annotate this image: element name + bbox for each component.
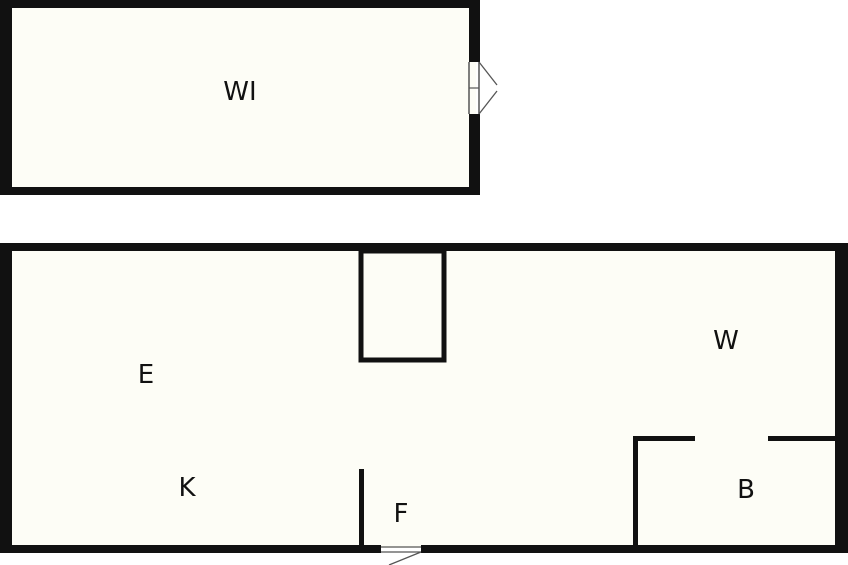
upper-floor — [6, 4, 476, 190]
b-wall-left — [633, 436, 638, 548]
room-label-b: B — [737, 475, 755, 505]
lower-wall-left — [0, 243, 12, 553]
room-label-e: E — [138, 360, 154, 390]
upper-wall-bottom — [0, 187, 480, 195]
upper-wall-left — [0, 0, 12, 195]
lower-wall-right — [835, 243, 848, 553]
upper-building: WI — [0, 0, 498, 195]
lower-wall-bottom-right — [421, 545, 848, 553]
room-label-k: K — [178, 473, 196, 503]
lower-wall-bottom-left — [0, 545, 381, 553]
b-wall-top-right — [768, 436, 838, 441]
room-label-wi: WI — [223, 77, 256, 107]
upper-wall-top — [0, 0, 480, 8]
lower-floor — [6, 248, 838, 548]
chimney-breast — [358, 248, 447, 363]
lower-wall-top — [0, 243, 848, 251]
upper-double-door — [468, 61, 498, 115]
upper-wall-right-bottom — [469, 114, 480, 195]
partition-k-f — [359, 469, 364, 549]
room-label-f: F — [394, 499, 409, 529]
room-label-w: W — [713, 326, 739, 356]
upper-wall-right-top — [469, 0, 480, 62]
lower-building: E W K F B — [0, 243, 848, 565]
b-wall-top-left — [633, 436, 695, 441]
entrance-door — [381, 546, 422, 565]
